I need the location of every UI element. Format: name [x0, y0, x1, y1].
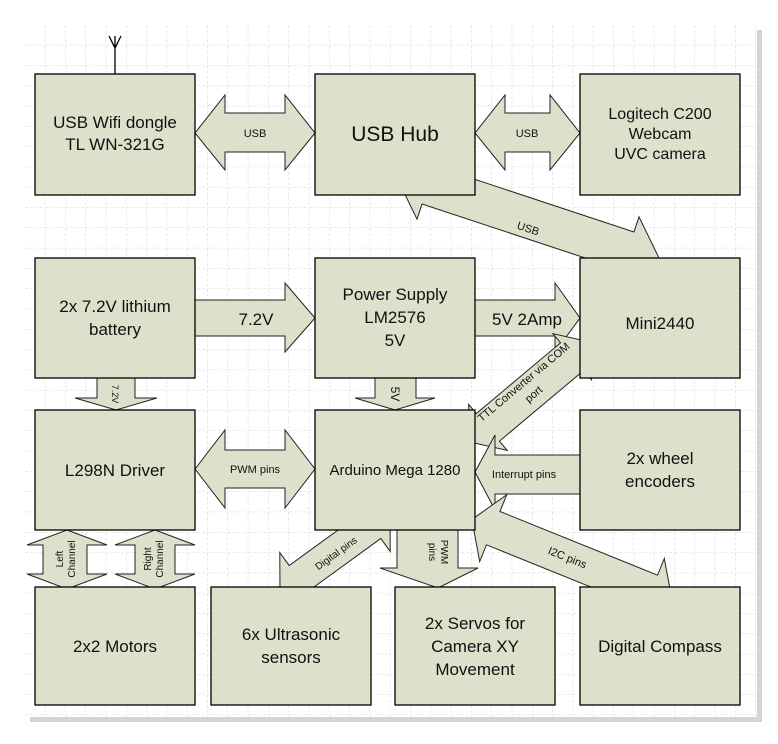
- arrow-pwm-servo: [379, 529, 479, 589]
- block-ultrasonic: [210, 586, 372, 706]
- arrow-power-arduino: [354, 377, 436, 411]
- link-pwm-servo-label-1: PWM: [438, 540, 449, 564]
- power-label-2: LM2576: [364, 308, 425, 327]
- block-hub: [314, 73, 476, 196]
- block-servos: [394, 586, 556, 706]
- block-arduino: [314, 409, 476, 531]
- wifi-label-1: USB Wifi dongle: [53, 113, 177, 132]
- link-pwm-l298n-label: PWM pins: [230, 464, 281, 476]
- block-l298n: [34, 409, 196, 531]
- link-battery-l298n-label: 7.2V: [110, 385, 120, 404]
- battery-label-1: 2x 7.2V lithium: [59, 297, 171, 316]
- antenna-icon: [108, 35, 122, 74]
- webcam-label-3: UVC camera: [614, 146, 706, 163]
- link-power-arduino-label: 5V: [388, 387, 402, 402]
- link-right-label-2: Channel: [155, 540, 166, 577]
- link-hub-webcam-label: USB: [516, 128, 539, 140]
- servos-label-1: 2x Servos for: [425, 614, 525, 633]
- servos-label-3: Movement: [435, 660, 515, 679]
- hub-label: USB Hub: [351, 123, 439, 146]
- link-right-label-1: Right: [143, 547, 154, 571]
- link-power-mini-label: 5V 2Amp: [492, 310, 562, 329]
- link-left-label-1: Left: [55, 550, 66, 567]
- compass-label: Digital Compass: [598, 637, 722, 656]
- link-left-label-2: Channel: [67, 540, 78, 577]
- power-label-1: Power Supply: [343, 285, 448, 304]
- arduino-label: Arduino Mega 1280: [330, 462, 461, 479]
- ultrasonic-label-2: sensors: [261, 648, 321, 667]
- arrow-battery-l298n: [74, 377, 158, 411]
- block-mini: [579, 257, 741, 379]
- webcam-label-2: Webcam: [629, 126, 692, 143]
- block-wifi: [34, 73, 196, 196]
- block-webcam: [579, 73, 741, 196]
- wifi-label-2: TL WN-321G: [65, 135, 165, 154]
- motors-label: 2x2 Motors: [73, 637, 157, 656]
- link-battery-power-label: 7.2V: [239, 310, 275, 329]
- power-label-3: 5V: [385, 331, 406, 350]
- link-wifi-hub-label: USB: [244, 128, 267, 140]
- link-pwm-servo-label-2: pins: [426, 543, 437, 561]
- block-battery: [34, 257, 196, 379]
- webcam-label-1: Logitech C200: [608, 106, 711, 123]
- encoders-label-2: encoders: [625, 472, 695, 491]
- battery-label-2: battery: [89, 320, 141, 339]
- servos-label-2: Camera XY: [431, 637, 519, 656]
- l298n-label: L298N Driver: [65, 461, 165, 480]
- block-power: [314, 257, 476, 379]
- block-motors: [34, 586, 196, 706]
- arrow-battery-power: [194, 281, 316, 354]
- encoders-label-1: 2x wheel: [626, 449, 693, 468]
- block-encoders: [579, 409, 741, 531]
- ultrasonic-label-1: 6x Ultrasonic: [242, 625, 341, 644]
- mini-label: Mini2440: [626, 314, 695, 333]
- block-compass: [579, 586, 741, 706]
- link-interrupt-label: Interrupt pins: [492, 469, 557, 481]
